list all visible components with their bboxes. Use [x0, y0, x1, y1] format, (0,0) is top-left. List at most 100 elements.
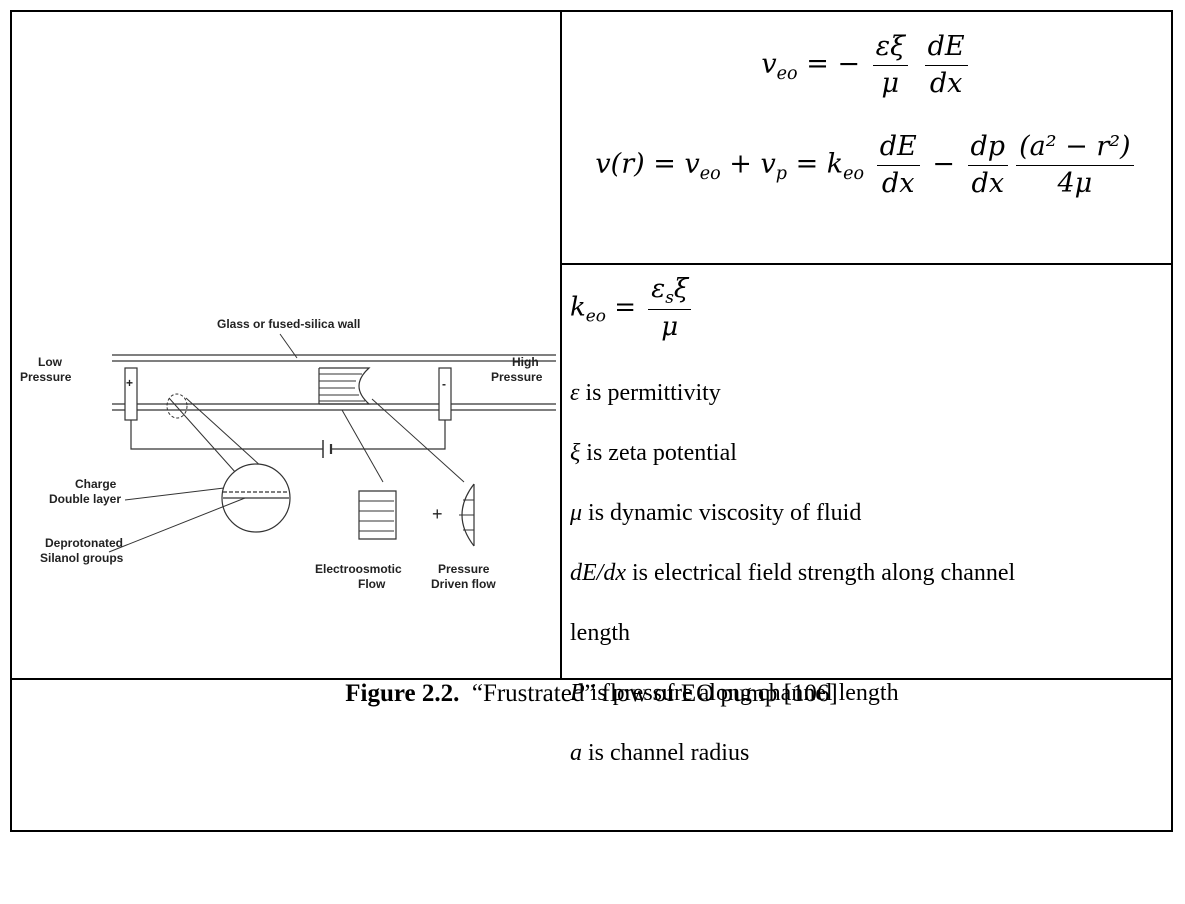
zoom-origin-circle — [166, 393, 188, 419]
keo-term-sub: eo — [843, 163, 865, 184]
definition-symbol: ξ — [570, 439, 581, 466]
eo-profile-box — [358, 490, 397, 540]
dE: dE — [924, 32, 968, 66]
veo-symbol: v — [761, 48, 777, 80]
veo-term-sub: eo — [699, 163, 721, 184]
plus-sign: + — [729, 148, 752, 180]
dx-3: dx — [971, 167, 1005, 199]
definition-symbol: dE/dx — [570, 559, 626, 586]
veo-subscript: eo — [776, 63, 798, 84]
definition-item: length — [570, 615, 1015, 675]
deprot-leader — [108, 497, 246, 553]
electrode-left-sign: + — [126, 376, 133, 390]
definition-item: a is channel radius — [570, 735, 1015, 795]
eps-xi: εξ — [872, 32, 908, 66]
wall-leader — [279, 333, 298, 359]
wall-label: Glass or fused-silica wall — [217, 317, 360, 331]
leader-pd — [371, 398, 465, 483]
definition-item: ε is permittivity — [570, 375, 1015, 435]
eo-pump-diagram: Glass or fused-silica wall Low Pressure … — [20, 317, 556, 591]
definition-text: is channel radius — [582, 739, 750, 766]
definition-text: is pressure along channel length — [584, 679, 899, 706]
vr-equals-2: = — [795, 148, 819, 180]
low-pressure-label-2: Pressure — [20, 370, 72, 384]
mu: μ — [881, 67, 900, 99]
pd-label-2: Driven flow — [431, 577, 496, 591]
diagram-cell: Glass or fused-silica wall Low Pressure … — [10, 10, 562, 680]
keo-sub: eo — [585, 305, 606, 326]
vp-term-sub: p — [775, 163, 787, 184]
definition-item: P is pressure along channel length — [570, 675, 1015, 735]
electrode-right-sign: - — [442, 377, 446, 391]
definition-symbol: P — [570, 679, 585, 706]
pd-label-1: Pressure — [438, 562, 490, 576]
vr-equals: = — [653, 148, 676, 180]
veo-equals: = — [806, 48, 829, 80]
eo-profile-arrows — [359, 500, 394, 532]
dE-2: dE — [876, 132, 920, 166]
definition-symbol: μ — [570, 499, 583, 526]
eo-label-1: Electroosmotic — [315, 562, 402, 576]
keo-numerator: εsξ — [648, 273, 692, 311]
vp-term: v — [760, 148, 776, 180]
low-pressure-label-1: Low — [38, 355, 63, 369]
a2-r2: (a² − r²) — [1016, 132, 1134, 166]
zoom-line-1 — [168, 397, 237, 474]
combined-profile-curve — [319, 367, 371, 405]
veo-minus: − — [837, 48, 861, 80]
dp: dp — [967, 132, 1009, 166]
dx-2: dx — [881, 167, 915, 199]
keo-k: k — [570, 292, 586, 323]
combined-profile-arrows — [319, 373, 365, 402]
definition-item: dE/dx is electrical field strength along… — [570, 555, 1015, 615]
eo-label-2: Flow — [358, 577, 386, 591]
definition-item: μ is dynamic viscosity of fluid — [570, 495, 1015, 555]
charge-label-2: Double layer — [49, 492, 121, 506]
definition-text: is electrical field strength along chann… — [625, 559, 1016, 586]
vr-symbol: v(r) — [595, 148, 645, 180]
radius-term: (a² − r²)4μ — [1016, 132, 1134, 198]
leader-eo — [341, 409, 384, 483]
figure-caption: Figure 2.2. “Frustrated” flow of EO pump… — [10, 678, 1173, 832]
keo-equals: = — [614, 292, 636, 323]
four-mu: 4μ — [1057, 167, 1093, 199]
definition-item: ξ is zeta potential — [570, 435, 1015, 495]
charge-leader — [124, 487, 225, 501]
definition-list: ε is permittivity ξ is zeta potential μ … — [570, 375, 1015, 795]
deprot-label-2: Silanol groups — [40, 551, 124, 565]
definition-symbol: a — [570, 739, 582, 766]
eps-s-sub: s — [665, 286, 674, 307]
definition-text: is zeta potential — [580, 439, 737, 466]
veo-term: v — [684, 148, 700, 180]
circuit-wire-right — [331, 420, 446, 450]
pd-profile-arrows — [459, 499, 474, 531]
definition-text: is permittivity — [579, 379, 721, 406]
keo-term: k — [826, 148, 844, 180]
combine-plus: + — [432, 504, 443, 524]
deprot-label-1: Deprotonated — [45, 536, 123, 550]
figure-table: Glass or fused-silica wall Low Pressure … — [10, 10, 1173, 832]
caption-label: Figure 2.2. — [345, 680, 460, 707]
circuit-wire-left — [130, 420, 323, 450]
keo-xi: ξ — [673, 273, 689, 304]
definition-symbol: ε — [570, 379, 580, 406]
keo-mu: μ — [661, 312, 679, 343]
electrode-right — [438, 367, 452, 421]
high-pressure-label-2: Pressure — [491, 370, 543, 384]
eps-s: ε — [651, 273, 666, 304]
caption-text: “Frustrated” flow of EO pump [106] — [459, 680, 838, 707]
high-pressure-label-1: High — [512, 355, 539, 369]
definition-text: is dynamic viscosity of fluid — [582, 499, 862, 526]
definition-text: length — [570, 619, 630, 646]
